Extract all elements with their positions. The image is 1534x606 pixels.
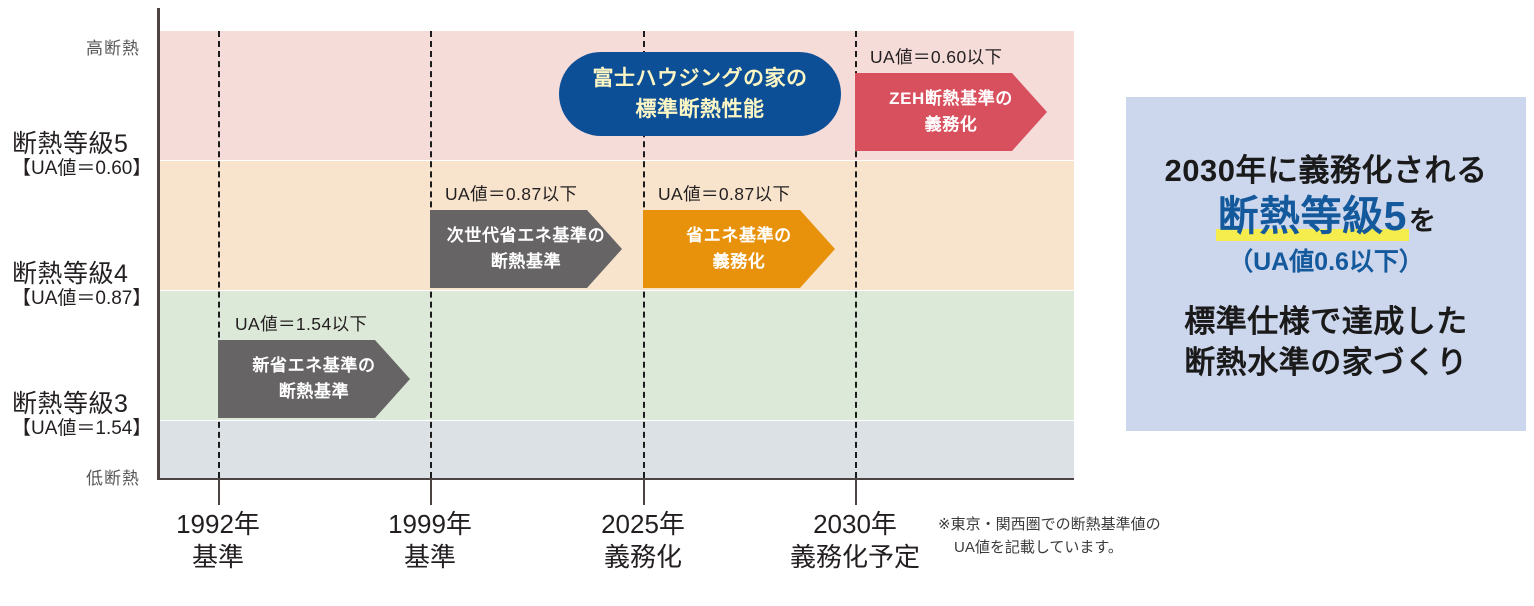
ua-caption-2: UA値＝0.87以下 bbox=[445, 184, 578, 204]
footnote-line2: UA値を記載しています。 bbox=[954, 539, 1123, 557]
ua-caption-3: UA値＝0.87以下 bbox=[658, 184, 791, 204]
x-label-2025: 2025年 義務化 bbox=[553, 508, 733, 573]
x-label-2030: 2030年 義務化予定 bbox=[765, 508, 945, 573]
callout-line2: 標準断熱性能 bbox=[635, 98, 765, 121]
grade-3-ua: 【UA値＝1.54】 bbox=[12, 418, 152, 439]
x-label-1992-note: 基準 bbox=[191, 541, 244, 572]
arrow-4-line2: 義務化 bbox=[924, 115, 978, 134]
grade-label-3: 断熱等級3 【UA値＝1.54】 bbox=[12, 390, 151, 439]
band-grade-4 bbox=[160, 161, 1074, 290]
arrow-4-line1: ZEH断熱基準の bbox=[889, 88, 1013, 108]
panel-line3: 標準仕様で達成した 断熱水準の家づくり bbox=[1184, 302, 1468, 384]
ua-caption-4: UA値＝0.60以下 bbox=[870, 47, 1003, 67]
arrow-2-line2: 断熱基準 bbox=[490, 252, 562, 271]
grade-5-ua: 【UA値＝0.60】 bbox=[12, 158, 152, 179]
grade-4-ua: 【UA値＝0.87】 bbox=[12, 288, 152, 309]
arrow-new-energy-standard: 新省エネ基準の 断熱基準 bbox=[218, 340, 410, 418]
grade-label-5: 断熱等級5 【UA値＝0.60】 bbox=[12, 130, 151, 179]
x-label-2030-note: 義務化予定 bbox=[789, 541, 920, 572]
panel-highlight-row: 断熱等級5を bbox=[1215, 192, 1437, 241]
ua-caption-1: UA値＝1.54以下 bbox=[235, 314, 368, 334]
arrow-1-line2: 断熱基準 bbox=[278, 382, 350, 401]
grade-4-name: 断熱等級4 bbox=[12, 260, 129, 288]
y-axis-top-label: 高断熱 bbox=[86, 39, 140, 58]
arrow-energy-standard-mandatory: 省エネ基準の 義務化 bbox=[643, 210, 835, 288]
x-tick-2025 bbox=[643, 480, 645, 505]
x-label-2025-note: 義務化 bbox=[603, 541, 682, 572]
x-label-2030-year: 2030年 bbox=[813, 509, 897, 539]
arrow-1-line1: 新省エネ基準の bbox=[252, 355, 376, 375]
band-low bbox=[160, 421, 1074, 478]
x-axis-line bbox=[157, 477, 1074, 480]
footnote-line1: ※東京・関西圏での断熱基準値の bbox=[938, 516, 1161, 533]
y-axis-bottom-label: 低断熱 bbox=[86, 469, 140, 488]
panel-line3b: 断熱水準の家づくり bbox=[1184, 344, 1468, 380]
panel-paren: （UA値0.6以下） bbox=[1228, 247, 1424, 276]
panel-highlight-text: 断熱等級5 bbox=[1215, 192, 1409, 241]
callout-fuji-housing: 富士ハウジングの家の 標準断熱性能 bbox=[559, 52, 841, 136]
x-tick-1992 bbox=[218, 480, 220, 505]
summary-panel: 2030年に義務化される 断熱等級5を （UA値0.6以下） 標準仕様で達成した… bbox=[1126, 97, 1526, 431]
year-line-2030 bbox=[855, 31, 857, 478]
x-label-2025-year: 2025年 bbox=[601, 509, 685, 539]
x-label-1999: 1999年 基準 bbox=[340, 508, 520, 573]
arrow-3-line1: 省エネ基準の bbox=[686, 225, 792, 245]
grade-5-name: 断熱等級5 bbox=[12, 130, 129, 158]
x-label-1992-year: 1992年 bbox=[176, 509, 260, 539]
grade-label-4: 断熱等級4 【UA値＝0.87】 bbox=[12, 260, 151, 309]
x-label-1999-note: 基準 bbox=[403, 541, 456, 572]
x-tick-1999 bbox=[430, 480, 432, 505]
panel-highlight-suffix: を bbox=[1408, 205, 1437, 236]
panel-line1: 2030年に義務化される bbox=[1164, 152, 1488, 188]
grade-3-name: 断熱等級3 bbox=[12, 390, 129, 418]
arrow-3-line2: 義務化 bbox=[712, 252, 766, 271]
arrow-zeh-standard-mandatory: ZEH断熱基準の 義務化 bbox=[855, 73, 1047, 151]
y-axis-line bbox=[157, 8, 160, 480]
x-tick-2030 bbox=[855, 480, 857, 505]
footnote: ※東京・関西圏での断熱基準値の UA値を記載しています。 bbox=[938, 513, 1161, 560]
x-label-1992: 1992年 基準 bbox=[128, 508, 308, 573]
year-line-1992 bbox=[218, 31, 220, 478]
arrow-2-line1: 次世代省エネ基準の bbox=[446, 225, 606, 245]
callout-line1: 富士ハウジングの家の bbox=[592, 66, 808, 90]
panel-line3a: 標準仕様で達成した bbox=[1184, 303, 1468, 339]
arrow-next-gen-energy-standard: 次世代省エネ基準の 断熱基準 bbox=[430, 210, 622, 288]
x-label-1999-year: 1999年 bbox=[388, 509, 472, 539]
